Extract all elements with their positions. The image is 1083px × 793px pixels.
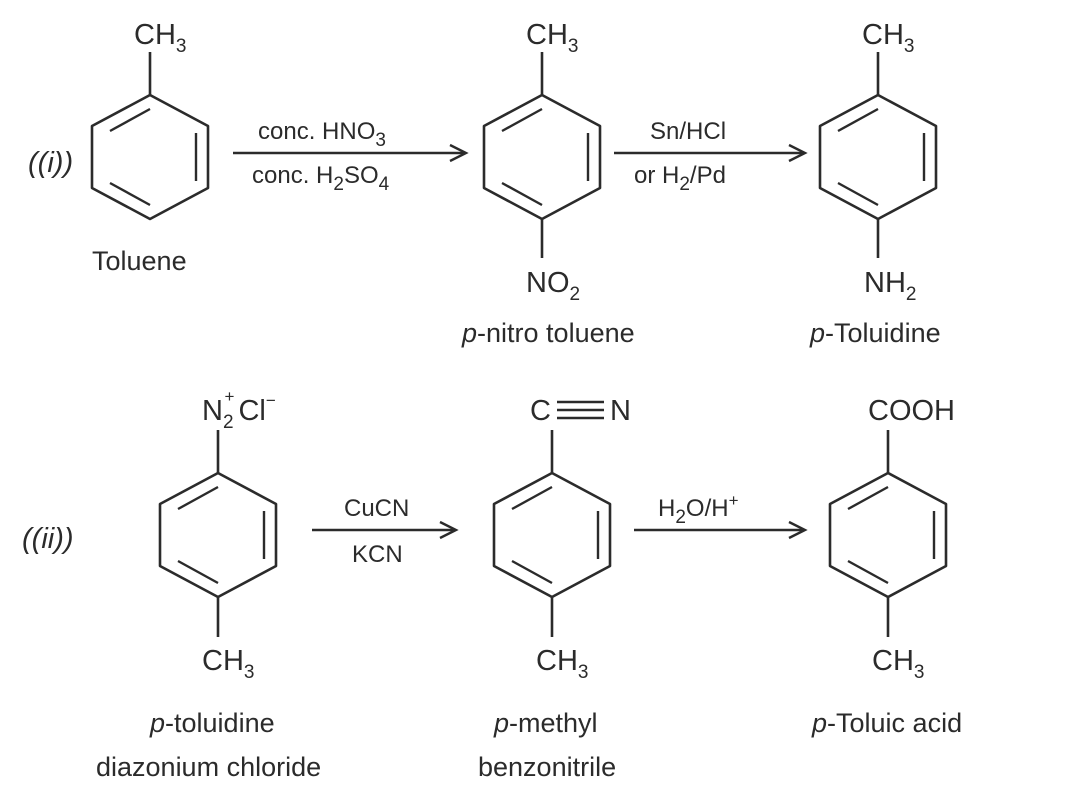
acid-name: p-Toluic acid	[811, 708, 962, 738]
diazonium-name-line1: p-toluidine	[149, 708, 275, 738]
reagent-conc-hno3: conc. HNO3	[258, 118, 386, 151]
benzene-ring	[818, 93, 938, 221]
reaction-arrow-reduction: Sn/HCl or H2/Pd	[614, 118, 808, 195]
ring-double-bond	[511, 559, 553, 585]
p-nitrotoluene-structure: CH3 NO2 p-nitro toluene	[461, 19, 635, 348]
reaction-arrow-sandmeyer: CuCN KCN	[312, 495, 459, 568]
diazonium-structure: N2+Cl− CH3 p-toluidine diazonium chlorid…	[96, 387, 321, 782]
ring-double-bond	[177, 559, 219, 585]
toluidine-name: p-Toluidine	[809, 318, 941, 348]
ring-double-bond	[109, 107, 151, 133]
diazonium-bottom-group: CH3	[202, 645, 254, 683]
acid-bottom-group: CH3	[872, 645, 924, 683]
reaction-ii: ((ii)) N2+Cl− CH3 p-toluidine diazonium …	[22, 387, 962, 782]
toluic-acid-structure: COOH CH3 p-Toluic acid	[811, 395, 962, 738]
benzene-ring	[90, 93, 210, 221]
benzene-ring	[492, 471, 612, 599]
ring-double-bond	[837, 107, 879, 133]
ring-double-bond	[847, 559, 889, 585]
nitrile-bottom-group: CH3	[536, 645, 588, 683]
benzonitrile-structure: C N CH3 p-methyl benzonitrile	[478, 395, 631, 782]
reagent-kcn: KCN	[352, 541, 403, 568]
reagent-h2-pd: or H2/Pd	[634, 162, 726, 195]
reaction-arrow-nitration: conc. HNO3 conc. H2SO4	[233, 118, 469, 195]
nitrile-n: N	[610, 395, 631, 427]
reagent-cucn: CuCN	[344, 495, 409, 522]
nitrile-name-line2: benzonitrile	[478, 752, 616, 782]
nitrotoluene-top-group: CH3	[526, 19, 578, 57]
nitrotoluene-name: p-nitro toluene	[461, 318, 635, 348]
toluene-top-group: CH3	[134, 19, 186, 57]
diazonium-top-group: N2+Cl−	[202, 387, 276, 433]
toluidine-bottom-group: NH2	[864, 267, 916, 305]
ring-double-bond	[837, 181, 879, 207]
ring-double-bond	[109, 181, 151, 207]
reaction-i-label: ((i))	[28, 147, 73, 179]
benzene-ring	[828, 471, 948, 599]
benzene-ring	[482, 93, 602, 221]
p-toluidine-structure: CH3 NH2 p-Toluidine	[809, 19, 941, 348]
reagent-conc-h2so4: conc. H2SO4	[252, 162, 390, 195]
ring-double-bond	[501, 181, 543, 207]
nitrile-top-group: C	[530, 395, 551, 427]
nitrile-name-line1: p-methyl	[493, 708, 598, 738]
toluene-structure: CH3 Toluene	[90, 19, 210, 276]
nitrotoluene-bottom-group: NO2	[526, 267, 580, 305]
benzene-ring	[158, 471, 278, 599]
ring-double-bond	[847, 485, 889, 511]
ring-double-bond	[501, 107, 543, 133]
toluidine-top-group: CH3	[862, 19, 914, 57]
diazonium-name-line2: diazonium chloride	[96, 752, 321, 782]
ring-double-bond	[511, 485, 553, 511]
ring-double-bond	[177, 485, 219, 511]
reaction-ii-label: ((ii))	[22, 523, 74, 555]
toluene-name: Toluene	[92, 246, 187, 276]
acid-top-group: COOH	[868, 395, 955, 427]
reagent-h2o-h: H2O/H+	[658, 491, 739, 528]
reaction-arrow-hydrolysis: H2O/H+	[634, 491, 808, 540]
reagent-sn-hcl: Sn/HCl	[650, 118, 726, 145]
reaction-i: ((i)) CH3 Toluene conc. HNO3 conc. H2SO4	[28, 19, 941, 348]
